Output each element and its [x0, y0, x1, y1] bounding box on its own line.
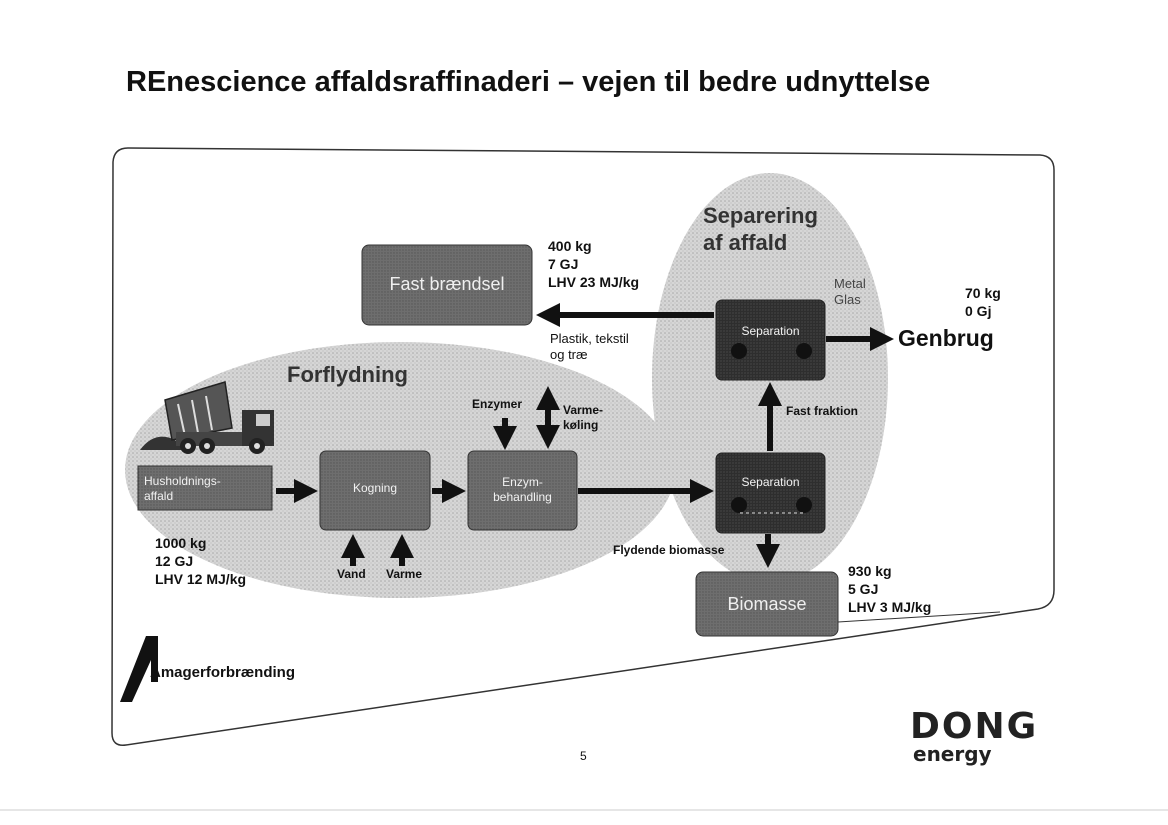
biomasse-label: Biomasse — [727, 594, 807, 614]
separation-lower-box — [715, 452, 826, 534]
section-separering: Separering af affald — [703, 203, 818, 255]
plastik-label: Plastik, tekstil og træ — [550, 331, 629, 362]
fast-braendsel-label: Fast brændsel — [389, 274, 505, 294]
separation-upper-label: Separation — [741, 324, 800, 338]
genbrug-label: Genbrug — [898, 325, 994, 351]
kogning-label: Kogning — [352, 481, 398, 495]
amager-logo-text: Amagerforbrænding — [150, 664, 296, 681]
genbrug-stats: 70 kg 0 Gj — [965, 285, 1001, 319]
section-forflydning: Forflydning — [287, 362, 408, 387]
enzymer-label: Enzymer — [472, 397, 523, 411]
fast-braendsel-stats: 400 kg 7 GJ LHV 23 MJ/kg — [548, 238, 640, 290]
page-title: REnescience affaldsraffinaderi – vejen t… — [126, 66, 931, 98]
page-number: 5 — [580, 749, 587, 763]
kogning-box — [319, 450, 431, 531]
separation-upper-box — [715, 299, 826, 381]
dong-logo-text: DONG — [910, 706, 1039, 747]
vand-label: Vand — [337, 567, 366, 581]
flow-arrows — [276, 303, 894, 568]
energy-logo-text: energy — [913, 742, 992, 766]
varme-koling-label: Varme- køling — [563, 403, 604, 432]
metal-glas-label: Metal Glas — [834, 276, 866, 307]
varme-label: Varme — [386, 567, 423, 581]
truck-icon — [140, 381, 274, 454]
input-stats: 1000 kg 12 GJ LHV 12 MJ/kg — [155, 535, 247, 587]
enzym-box — [467, 450, 578, 531]
enzym-label: Enzym- behandling — [493, 475, 552, 504]
fast-fraktion-label: Fast fraktion — [786, 404, 859, 418]
flydende-biomasse-label: Flydende biomasse — [613, 543, 725, 557]
amager-logo-icon — [120, 636, 158, 702]
husholdning-box — [137, 465, 273, 511]
separator-glyph-upper — [731, 343, 812, 359]
fast-braendsel-box — [361, 244, 533, 326]
separation-lower-label: Separation — [741, 475, 800, 489]
biomasse-box — [695, 571, 839, 637]
husholdning-label: Husholdnings- affald — [144, 474, 221, 503]
biomasse-stats: 930 kg 5 GJ LHV 3 MJ/kg — [848, 563, 932, 615]
separator-glyph-lower — [731, 497, 812, 514]
biomasse-underline — [837, 611, 1001, 623]
